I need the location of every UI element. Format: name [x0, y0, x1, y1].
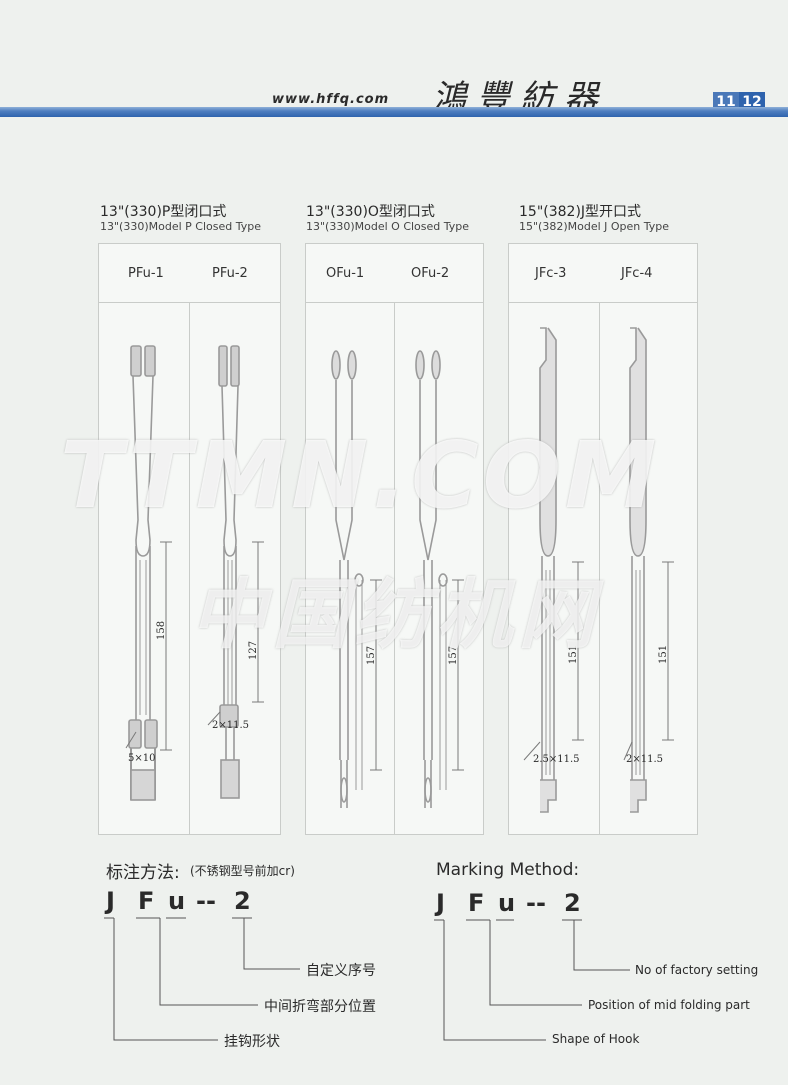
- model-label-ofu-2: OFu-2: [411, 266, 450, 281]
- legend-en-fold: Position of mid folding part: [588, 998, 750, 1012]
- legend-cn-serial: 自定义序号: [306, 963, 376, 979]
- dimension-lines: [125, 541, 674, 771]
- code-en-f: F: [468, 889, 485, 917]
- heddle-pfu-1: [128, 345, 158, 801]
- model-label-pfu-2: PFu-2: [212, 266, 248, 281]
- panel-j: [508, 243, 698, 835]
- header-rule: [0, 107, 788, 117]
- marking-title-cn: 标注方法:: [106, 863, 180, 883]
- heddle-pfu-2: [218, 345, 240, 799]
- code-cn-j: J: [106, 887, 115, 915]
- marking-note-cn: (不锈钢型号前加cr): [190, 864, 295, 878]
- section-subtitle-p: 13"(330)Model P Closed Type: [100, 220, 261, 233]
- section-title-j: 15"(382)J型开口式: [519, 204, 642, 220]
- panel-o-divider: [394, 302, 395, 834]
- heddle-ofu-2: [415, 350, 448, 808]
- panel-j-divider: [599, 302, 600, 834]
- model-label-ofu-1: OFu-1: [326, 266, 365, 281]
- heddle-jfc-3: [539, 327, 557, 813]
- panel-o: [305, 243, 484, 835]
- code-cn-f: F: [138, 887, 155, 915]
- dim-eye-pfu-1: 5×10: [128, 753, 156, 764]
- watermark-cn: 中国纺机网: [190, 570, 600, 659]
- dim-eye-jfc-4: 2×11.5: [626, 754, 664, 765]
- code-cn-num: 2: [234, 887, 251, 915]
- model-label-pfu-1: PFu-1: [128, 266, 164, 281]
- code-en-num: 2: [564, 889, 581, 917]
- dim-eye-pfu-2: 2×11.5: [212, 720, 250, 731]
- legend-en-serial: No of factory setting: [635, 963, 759, 977]
- model-label-jfc-4: JFc-4: [621, 266, 653, 281]
- section-title-p: 13"(330)P型闭口式: [100, 204, 227, 220]
- code-en-j: J: [436, 889, 445, 917]
- model-label-jfc-3: JFc-3: [535, 266, 567, 281]
- dim-eye-jfc-3: 2.5×11.5: [533, 754, 580, 765]
- code-cn-dash: --: [196, 887, 216, 915]
- code-en-u: u: [498, 889, 516, 917]
- legend-cn-fold: 中间折弯部分位置: [264, 999, 376, 1015]
- heddle-ofu-1: [331, 350, 364, 808]
- code-en-dash: --: [526, 889, 546, 917]
- marking-title-en: Marking Method:: [436, 860, 580, 880]
- section-subtitle-j: 15"(382)Model J Open Type: [519, 220, 670, 233]
- panel-p-divider: [189, 302, 190, 834]
- website-url: www.hffq.com: [272, 92, 390, 107]
- heddle-jfc-4: [629, 327, 647, 813]
- panel-j-header: [509, 244, 697, 303]
- legend-cn-hook: 挂钩形状: [224, 1034, 280, 1050]
- section-title-o: 13"(330)O型闭口式: [306, 204, 435, 220]
- section-subtitle-o: 13"(330)Model O Closed Type: [306, 220, 470, 233]
- legend-en-hook: Shape of Hook: [552, 1032, 640, 1046]
- code-cn-u: u: [168, 887, 186, 915]
- watermark-ttmn: TTMN.COM: [60, 422, 661, 529]
